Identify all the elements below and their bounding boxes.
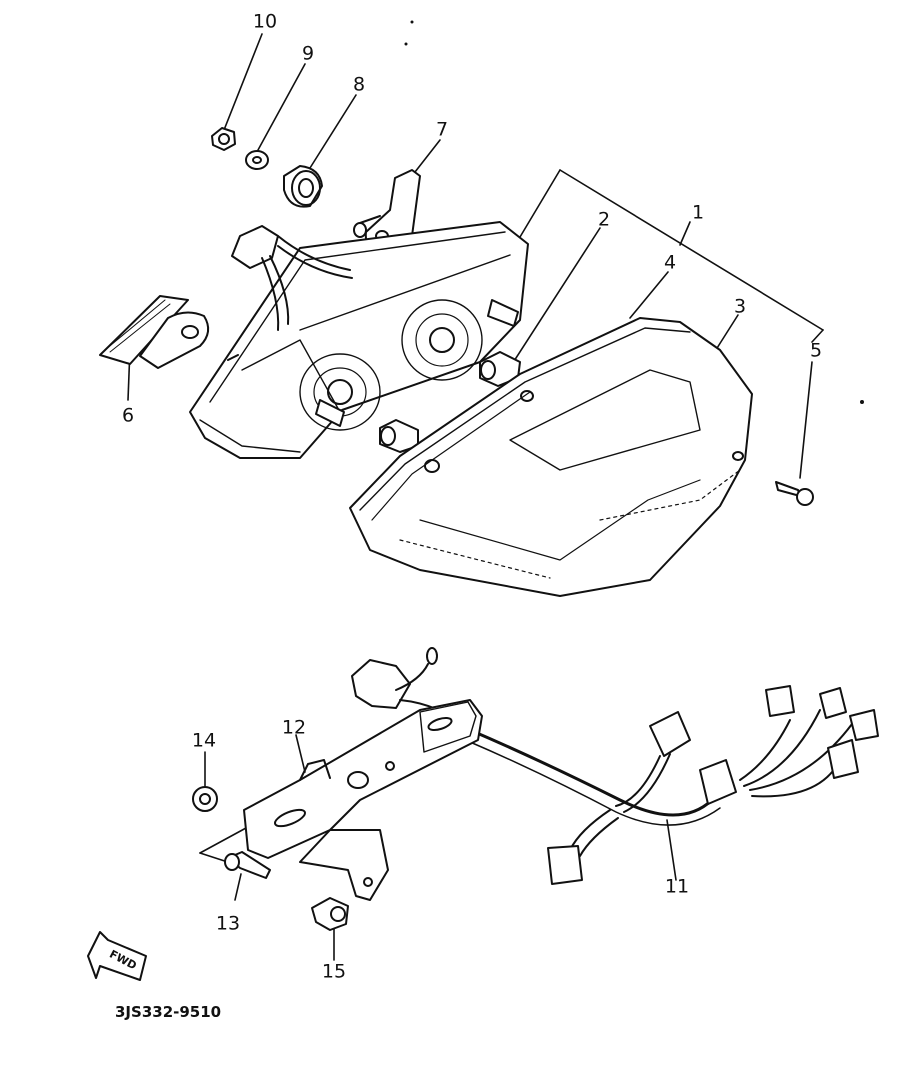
part-label-11: 11 <box>664 875 690 898</box>
license-bracket-part-12 <box>244 700 482 900</box>
part-label-3: 3 <box>733 295 747 318</box>
part-label-7: 7 <box>435 118 449 141</box>
wire-harness-part-11 <box>352 648 878 884</box>
part-label-12: 12 <box>281 716 307 739</box>
lamp-housing <box>190 222 528 458</box>
grommet-part-8 <box>284 166 322 207</box>
screw-part-5 <box>776 482 813 505</box>
nut-part-15 <box>312 898 348 930</box>
nut-part-10 <box>212 128 235 150</box>
part-label-2: 2 <box>597 208 611 231</box>
part-label-15: 15 <box>321 960 347 983</box>
part-label-4: 4 <box>663 251 677 274</box>
part-label-5: 5 <box>809 339 823 362</box>
grommet-part-14 <box>193 787 217 811</box>
part-label-13: 13 <box>215 912 241 935</box>
washer-part-9 <box>246 151 268 169</box>
bolt-part-13 <box>225 852 270 878</box>
part-label-9: 9 <box>301 42 315 65</box>
part-label-8: 8 <box>352 73 366 96</box>
lens-part-3 <box>350 318 752 596</box>
part-label-10: 10 <box>252 10 278 33</box>
leader-lines <box>128 34 823 960</box>
fwd-arrow-icon <box>88 932 146 980</box>
part-label-14: 14 <box>191 729 217 752</box>
drawing-code: 3JS332-9510 <box>115 1003 222 1021</box>
pad-part-6 <box>100 296 208 368</box>
bulb-part-2 <box>380 352 520 452</box>
part-label-6: 6 <box>121 404 135 427</box>
part-label-1: 1 <box>691 201 705 224</box>
specks <box>404 20 864 404</box>
